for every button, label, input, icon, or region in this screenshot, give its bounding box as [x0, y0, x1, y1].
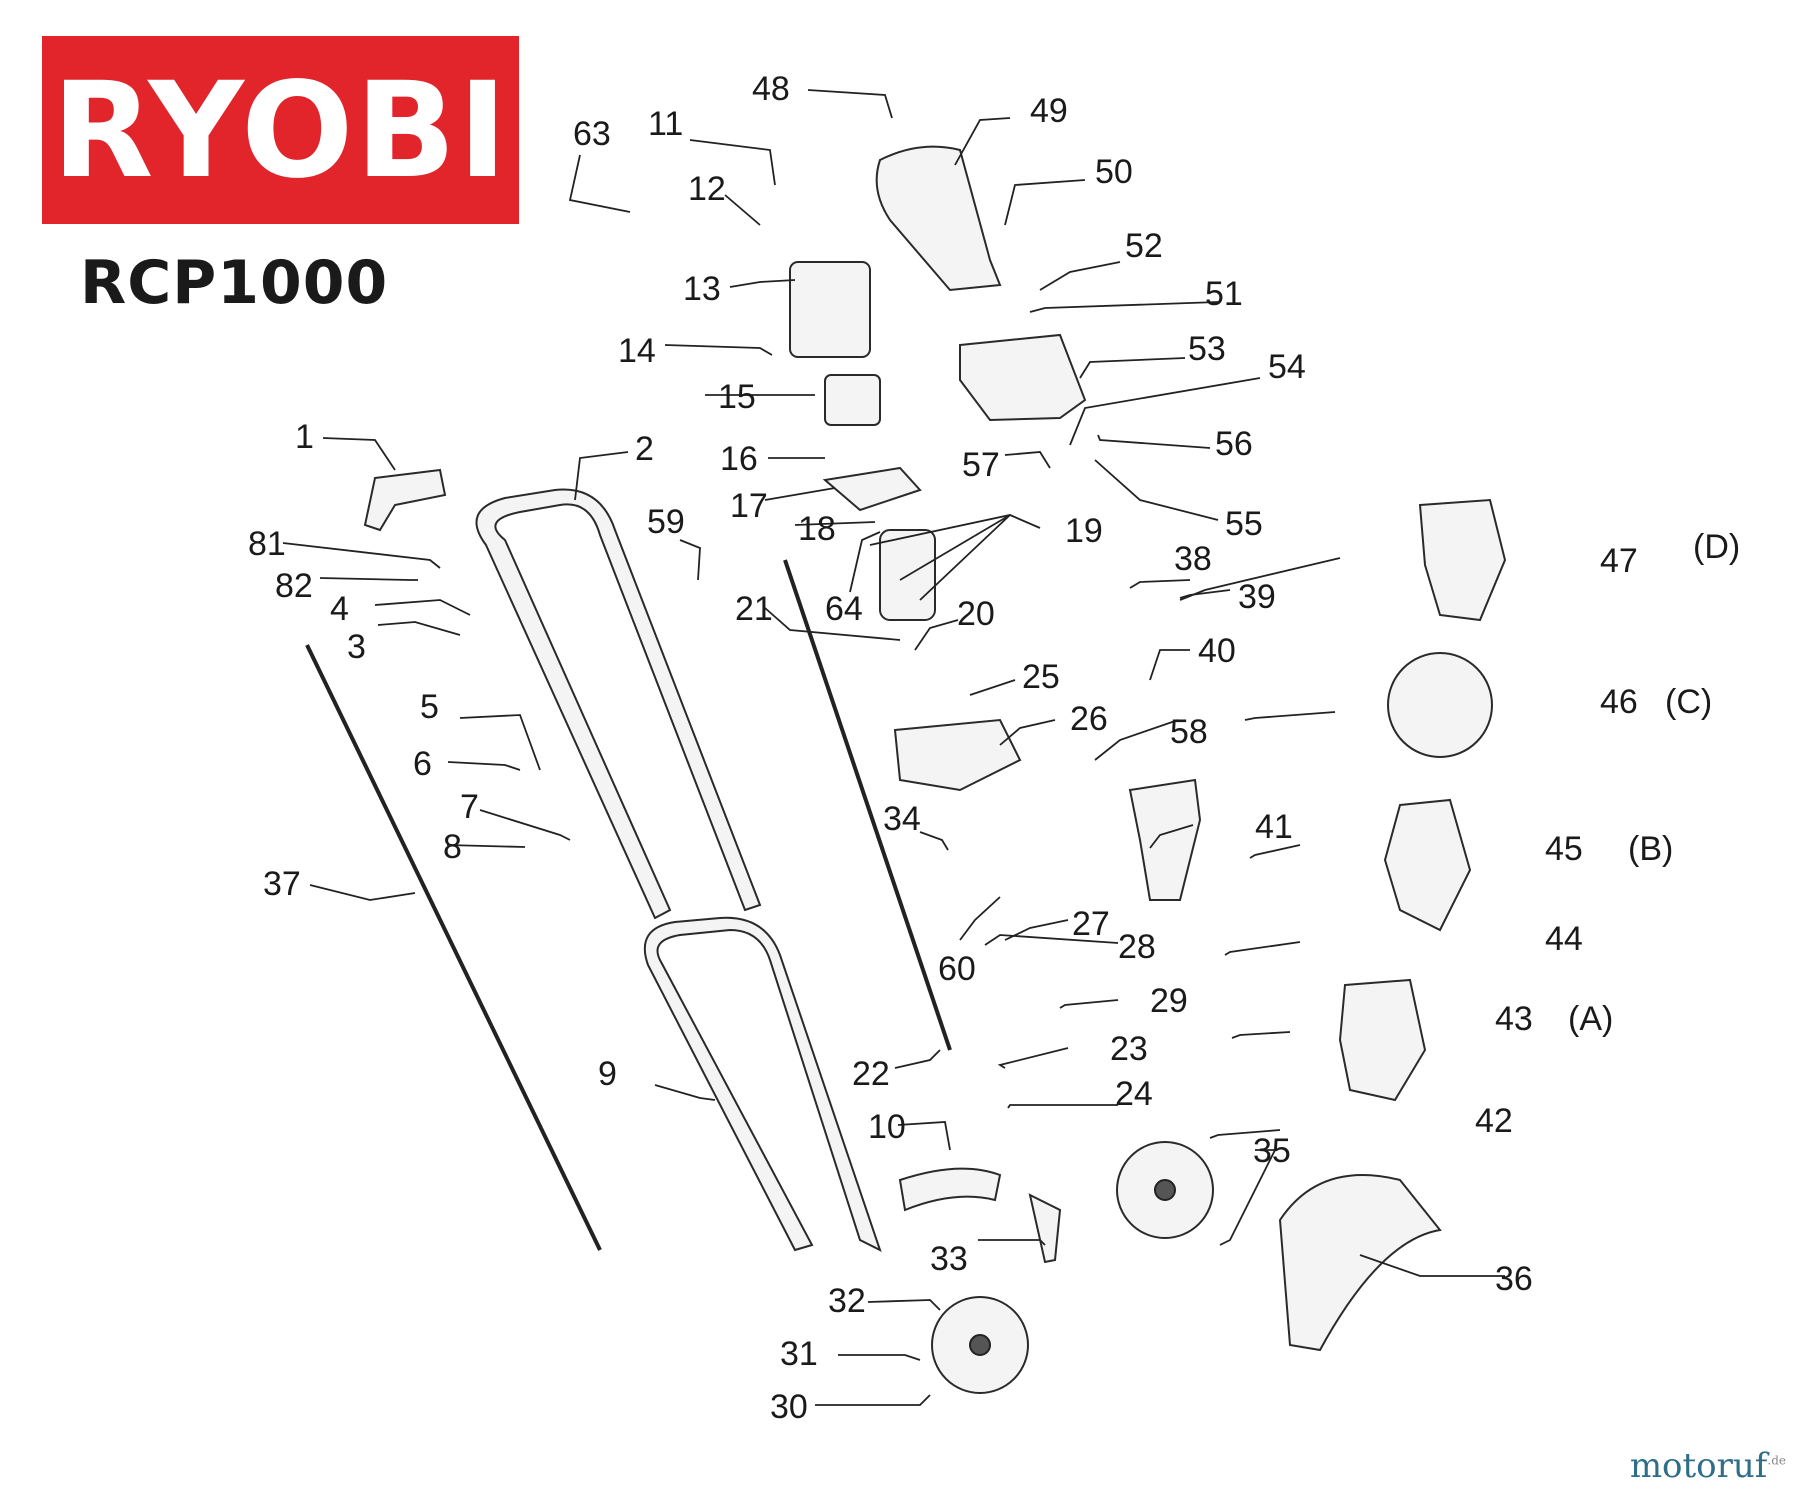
watermark: motoruf.de — [1630, 1446, 1786, 1486]
callout-9: 9 — [598, 1055, 617, 1093]
callout-4: 4 — [330, 590, 349, 628]
gear-assembly — [1128, 778, 1202, 901]
logo-text: RYOBI — [51, 54, 510, 208]
callout-54: 54 — [1268, 348, 1306, 386]
handle-grip — [898, 1167, 1002, 1212]
callout-25: 25 — [1022, 658, 1060, 696]
callout-29: 29 — [1150, 982, 1188, 1020]
callout-23: 23 — [1110, 1030, 1148, 1068]
callout-42: 42 — [1475, 1102, 1513, 1140]
base-plate — [822, 466, 922, 512]
variant-d: (D) — [1693, 528, 1740, 566]
callout-11: 11 — [648, 105, 683, 143]
parts-drawings — [305, 145, 1507, 1394]
callout-57: 57 — [962, 446, 1000, 484]
callout-81: 81 — [248, 525, 286, 563]
callout-82: 82 — [275, 567, 313, 605]
ryobi-logo: RYOBI — [42, 36, 519, 224]
control-rod — [783, 559, 952, 1051]
rear-guard — [1278, 1174, 1442, 1352]
callout-24: 24 — [1115, 1075, 1153, 1113]
callout-53: 53 — [1188, 330, 1226, 368]
upper-handle — [475, 488, 762, 920]
motor-cover — [875, 145, 1002, 292]
callout-5: 5 — [420, 688, 439, 726]
callout-36: 36 — [1495, 1260, 1533, 1298]
callout-43: 43 — [1495, 1000, 1533, 1038]
callout-30: 30 — [770, 1388, 808, 1426]
callout-26: 26 — [1070, 700, 1108, 738]
axle-bracket — [1028, 1193, 1062, 1264]
tine-a — [1338, 978, 1427, 1102]
callout-22: 22 — [852, 1055, 890, 1093]
model-number: RCP1000 — [80, 248, 389, 318]
tine-d — [1418, 498, 1507, 622]
power-cable — [305, 644, 602, 1251]
wheel-right-hub — [1154, 1179, 1176, 1201]
callout-13: 13 — [683, 270, 721, 308]
callout-20: 20 — [957, 595, 995, 633]
callout-39: 39 — [1238, 578, 1276, 616]
callout-49: 49 — [1030, 92, 1068, 130]
callout-45: 45 — [1545, 830, 1583, 868]
callout-12: 12 — [688, 170, 726, 208]
callout-16: 16 — [720, 440, 758, 478]
switch-handle — [363, 468, 447, 532]
callout-37: 37 — [263, 865, 301, 903]
callout-28: 28 — [1118, 928, 1156, 966]
callout-8: 8 — [443, 828, 462, 866]
callout-7: 7 — [460, 788, 479, 826]
callout-10: 10 — [868, 1108, 906, 1146]
callout-6: 6 — [413, 745, 432, 783]
callout-38: 38 — [1174, 540, 1212, 578]
watermark-name: motoruf — [1629, 1446, 1768, 1486]
callout-41: 41 — [1255, 808, 1293, 846]
variant-b: (B) — [1628, 830, 1673, 868]
callout-50: 50 — [1095, 153, 1133, 191]
callout-35: 35 — [1253, 1132, 1291, 1170]
callout-27: 27 — [1072, 905, 1110, 943]
callout-58: 58 — [1170, 713, 1208, 751]
callout-64: 64 — [825, 590, 863, 628]
callout-3: 3 — [347, 628, 366, 666]
callout-63: 63 — [573, 115, 611, 153]
callout-14: 14 — [618, 332, 656, 370]
callout-34: 34 — [883, 800, 921, 838]
tine-c — [1387, 652, 1493, 758]
callout-52: 52 — [1125, 227, 1163, 265]
callout-48: 48 — [752, 70, 790, 108]
callout-33: 33 — [930, 1240, 968, 1278]
callout-1: 1 — [295, 418, 314, 456]
callout-56: 56 — [1215, 425, 1253, 463]
lower-handle — [643, 916, 882, 1252]
variant-c: (C) — [1665, 683, 1712, 721]
callout-2: 2 — [635, 430, 654, 468]
callout-47: 47 — [1600, 542, 1638, 580]
callout-numbers: 48 49 63 11 50 12 52 13 51 14 53 54 15 5… — [248, 70, 1740, 1426]
callout-31: 31 — [780, 1335, 818, 1373]
callout-18: 18 — [798, 510, 836, 548]
callout-44: 44 — [1545, 920, 1583, 958]
callout-15: 15 — [718, 378, 756, 416]
gear-housing — [893, 718, 1022, 792]
wheel-left-hub — [969, 1334, 991, 1356]
callout-59: 59 — [647, 503, 685, 541]
callout-60: 60 — [938, 950, 976, 988]
callout-32: 32 — [828, 1282, 866, 1320]
callout-17: 17 — [730, 487, 768, 525]
callout-40: 40 — [1198, 632, 1236, 670]
watermark-suffix: .de — [1767, 1453, 1786, 1468]
motor — [789, 261, 871, 358]
callout-55: 55 — [1225, 505, 1263, 543]
callout-46: 46 — [1600, 683, 1638, 721]
housing — [959, 333, 1087, 422]
variant-a: (A) — [1568, 1000, 1613, 1038]
callout-51: 51 — [1205, 275, 1243, 313]
callout-21: 21 — [735, 590, 773, 628]
leader-lines — [282, 89, 1505, 1406]
tine-b — [1383, 798, 1472, 932]
callout-19: 19 — [1065, 512, 1103, 550]
motor-bracket — [824, 374, 881, 426]
